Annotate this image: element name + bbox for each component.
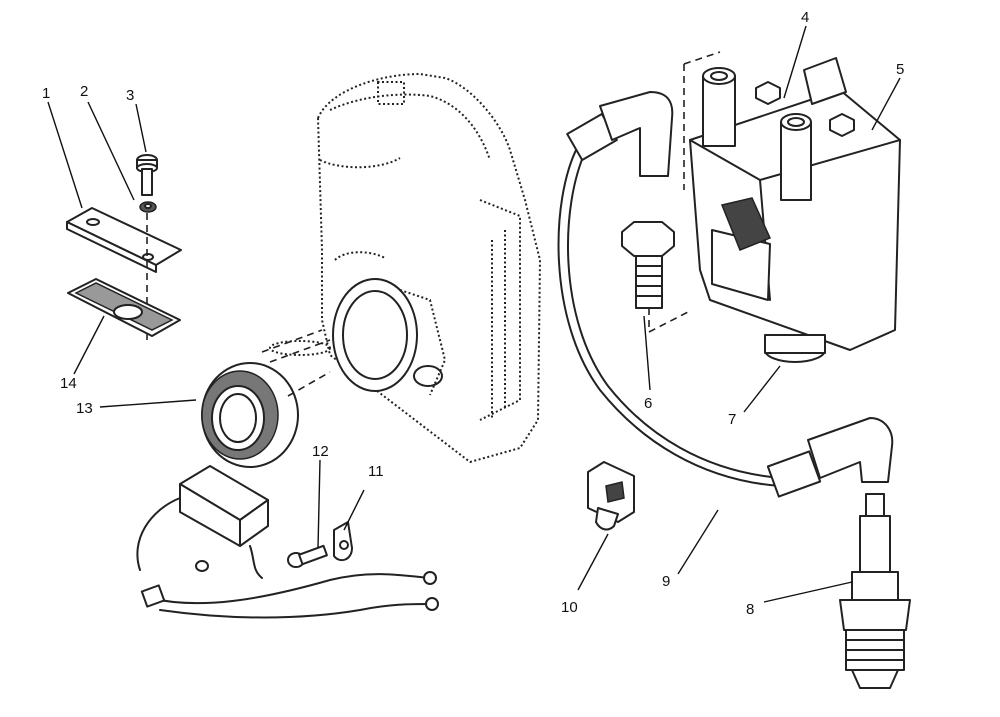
plate-bolt	[136, 154, 158, 340]
ignition-coil	[683, 51, 901, 363]
callout-11: 11	[368, 463, 384, 480]
oil-seal	[201, 362, 331, 468]
coil-bolt	[621, 221, 689, 334]
coil-terminals	[702, 57, 855, 201]
wire-clamp	[333, 521, 353, 562]
callout-7: 7	[728, 411, 736, 428]
engine-housing	[261, 72, 542, 464]
callout-labels: 1 2 3 4 5 6 7 8 9 10 11 12 13 14	[42, 9, 904, 618]
gasket	[67, 278, 181, 337]
callout-3: 3	[126, 87, 134, 104]
callout-8: 8	[746, 601, 754, 618]
callout-5: 5	[896, 61, 904, 78]
ignition-module	[136, 465, 439, 619]
callout-13: 13	[76, 400, 93, 417]
mounting-plate	[66, 207, 182, 273]
callout-12: 12	[312, 443, 329, 460]
callout-2: 2	[80, 83, 88, 100]
callout-14: 14	[60, 375, 77, 392]
leader-lines	[47, 25, 901, 603]
lock-washer	[139, 201, 157, 213]
callout-10: 10	[561, 599, 578, 616]
callout-1: 1	[42, 85, 50, 102]
spark-plug	[839, 493, 911, 689]
callout-4: 4	[801, 9, 809, 26]
ht-lead	[557, 91, 894, 498]
callout-6: 6	[644, 395, 652, 412]
clamp-screw	[287, 544, 328, 568]
callout-9: 9	[662, 573, 670, 590]
spark-plug-boot	[587, 461, 635, 531]
